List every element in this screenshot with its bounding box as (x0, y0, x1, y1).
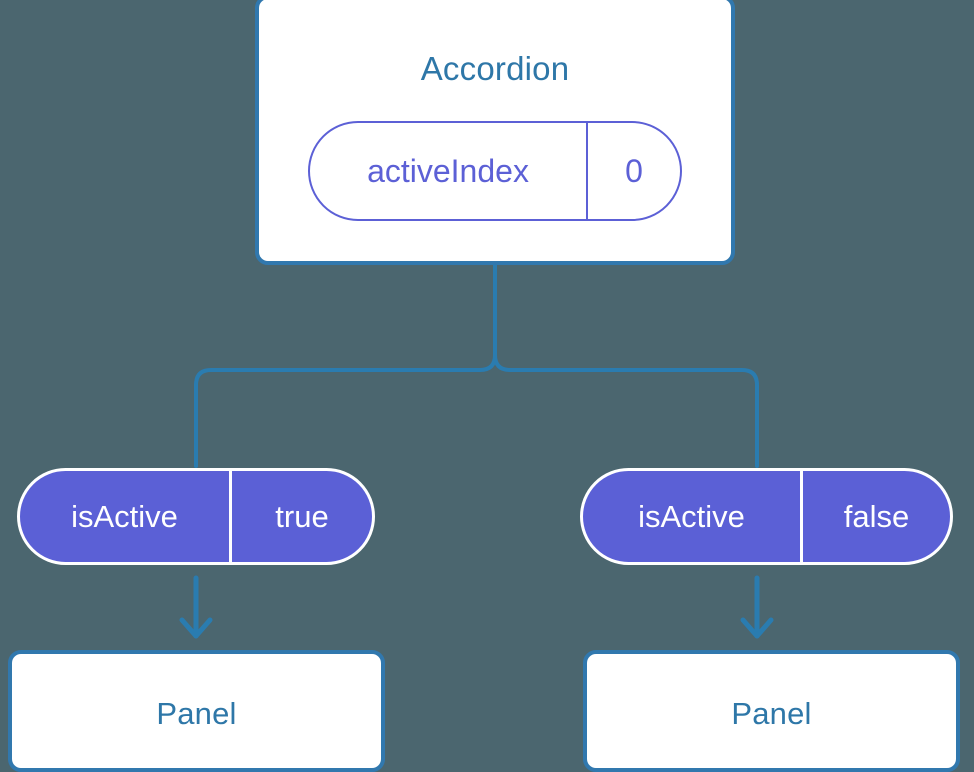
state-key-activeindex: activeIndex (310, 123, 588, 219)
panel-component-left[interactable]: Panel (8, 650, 385, 772)
state-value-activeindex: 0 (625, 152, 643, 189)
prop-pill-isactive-left[interactable]: isActive true (17, 468, 375, 565)
accordion-title: Accordion (420, 50, 570, 87)
connector-root-to-left (194, 263, 497, 468)
arrow-left-head (179, 617, 213, 639)
prop-key-isactive-right: isActive (583, 471, 803, 562)
panel-component-right[interactable]: Panel (583, 650, 960, 772)
prop-value-isactive-left: true (275, 498, 329, 534)
prop-value-isactive-right: false (843, 498, 910, 534)
prop-pill-isactive-right[interactable]: isActive false (580, 468, 953, 565)
arrow-right-head (740, 617, 774, 639)
panel-title-left: Panel (156, 696, 237, 731)
connector-root-to-right (493, 263, 759, 468)
panel-title-right: Panel (731, 696, 812, 731)
state-pill-activeindex[interactable]: activeIndex 0 (308, 121, 682, 221)
prop-key-isactive-left: isActive (20, 471, 232, 562)
